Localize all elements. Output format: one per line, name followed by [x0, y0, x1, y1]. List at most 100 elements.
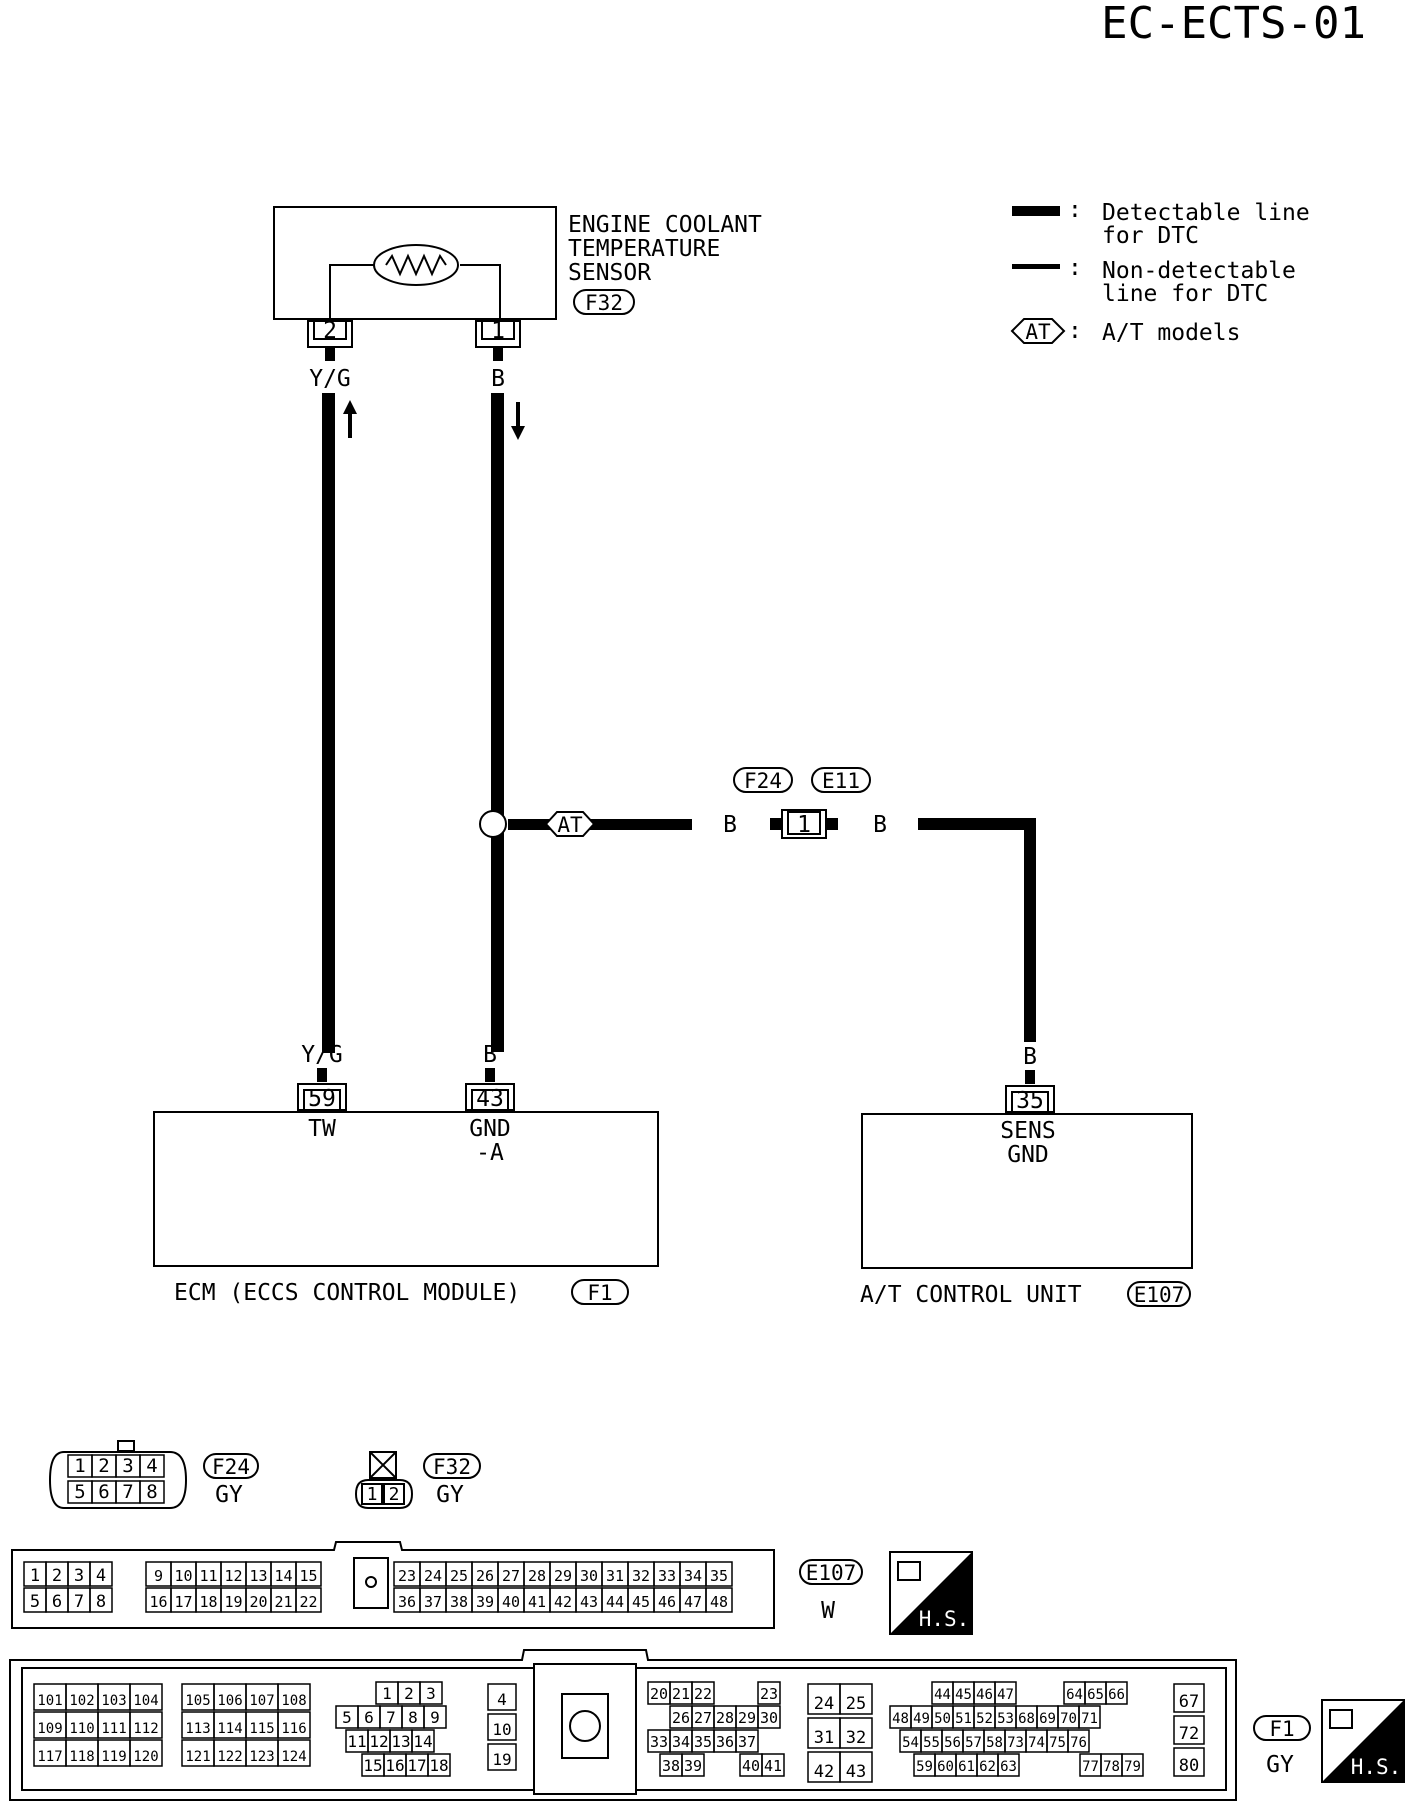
svg-text:AT: AT	[1025, 320, 1051, 344]
pin-cell: 23	[757, 1681, 781, 1705]
pin-number: 1	[30, 1566, 40, 1586]
pin-cell: 12	[367, 1729, 391, 1753]
pin-cell: 33	[647, 1729, 671, 1753]
pin-number: 3	[74, 1566, 84, 1586]
pin-number: 63	[1000, 1759, 1017, 1775]
pin-number: 14	[274, 1567, 292, 1585]
wire-label-b-atcu: B	[1023, 1044, 1037, 1070]
pin-number: 45	[955, 1687, 972, 1703]
at-marker-icon: AT	[544, 811, 596, 837]
pin-number: 31	[814, 1728, 834, 1748]
pin-number: 47	[684, 1593, 702, 1611]
pin-number: 102	[69, 1693, 94, 1709]
ecm-label: ECM (ECCS CONTROL MODULE)	[174, 1280, 520, 1306]
svg-text:F1: F1	[587, 1281, 612, 1305]
pin-number: 116	[281, 1721, 306, 1737]
pin-number: 2	[404, 1684, 414, 1703]
svg-text:43: 43	[476, 1086, 504, 1112]
pin-cell: 20	[647, 1681, 671, 1705]
pin-number: 12	[224, 1567, 242, 1585]
pin-number: 30	[760, 1709, 778, 1727]
pin-cell: 15	[361, 1753, 385, 1777]
pin-cell: 4	[487, 1683, 517, 1711]
pin-number: 38	[662, 1757, 680, 1775]
pin-number: 46	[976, 1687, 993, 1703]
pin-cell: 72	[1173, 1715, 1205, 1745]
pin-number: 19	[224, 1593, 242, 1611]
f32-color: GY	[436, 1482, 464, 1508]
pin-number: 42	[814, 1762, 834, 1782]
svg-text:F1: F1	[1269, 1717, 1294, 1741]
pin-number: 3	[426, 1684, 436, 1703]
pin-cell: 10	[487, 1713, 517, 1741]
pin-cell: 21	[669, 1681, 693, 1705]
pin-number: 11	[347, 1732, 366, 1751]
pin-number: 77	[1082, 1759, 1099, 1775]
pin-number: 24	[424, 1567, 442, 1585]
e107-face	[11, 1541, 775, 1629]
f24-color: GY	[215, 1482, 243, 1508]
pin-cell: 120	[129, 1739, 163, 1767]
pin-cell: 8	[139, 1480, 165, 1504]
pin-number: 41	[528, 1593, 546, 1611]
f1-color: GY	[1266, 1752, 1294, 1778]
pin-number: 4	[146, 1455, 157, 1477]
pin-number: 10	[174, 1567, 192, 1585]
harness-side-icon: H.S.	[889, 1551, 973, 1635]
legend: : Detectable line for DTC : Non-detectab…	[1010, 197, 1310, 346]
connector-tag-f24: F24	[733, 767, 793, 793]
f1-face	[9, 1649, 1237, 1801]
pin-number: 26	[672, 1709, 690, 1727]
pin-number: 5	[342, 1708, 352, 1727]
sensor-name-line2: TEMPERATURE	[568, 236, 720, 262]
pin-cell: 76	[1067, 1729, 1090, 1753]
pin-number: 10	[492, 1720, 511, 1739]
pin-number: 8	[96, 1592, 106, 1612]
legend-nondetectable-line2: line for DTC	[1102, 281, 1268, 307]
pin-cell: 112	[129, 1711, 163, 1739]
f24-face	[48, 1451, 188, 1509]
pin-number: 44	[606, 1593, 624, 1611]
pin-number: 46	[658, 1593, 676, 1611]
pin-number: 52	[976, 1711, 993, 1727]
sensor-name-line3: SENSOR	[568, 260, 651, 286]
pin-number: 48	[892, 1711, 909, 1727]
pin-cell: 41	[761, 1753, 785, 1777]
atcu-connector-tag: E107	[1127, 1281, 1191, 1307]
svg-text:1: 1	[491, 318, 505, 344]
pin-number: 58	[986, 1735, 1003, 1751]
pin-number: 28	[528, 1567, 546, 1585]
pin-number: 124	[281, 1749, 306, 1765]
pin-number: 3	[122, 1455, 133, 1477]
pin-number: 7	[122, 1481, 133, 1503]
wire-label-b-left-of-conn: B	[723, 812, 737, 838]
pin-number: 4	[497, 1690, 507, 1709]
svg-text:1: 1	[367, 1484, 378, 1505]
pin-number: 13	[249, 1567, 267, 1585]
e107-color: W	[821, 1598, 835, 1624]
pin-number: 34	[684, 1567, 702, 1585]
pin-cell: 15	[295, 1561, 322, 1587]
ecm-pin-43: 43	[465, 1083, 515, 1112]
e107-tag: E107	[799, 1559, 863, 1585]
svg-text::: :	[1068, 255, 1082, 281]
pin-cell: 108	[277, 1683, 311, 1711]
pin-cell: 3	[419, 1681, 443, 1705]
ecm-connector-tag: F1	[571, 1279, 629, 1305]
pin-cell: 39	[681, 1753, 705, 1777]
pin-number: 23	[760, 1685, 778, 1703]
pin-number: 24	[814, 1694, 834, 1714]
pin-cell: 19	[487, 1743, 517, 1771]
pin-number: 4	[96, 1566, 106, 1586]
svg-text:F32: F32	[585, 291, 623, 315]
svg-text:59: 59	[308, 1086, 336, 1112]
atcu-label: A/T CONTROL UNIT	[860, 1282, 1082, 1308]
pin-number: 106	[217, 1693, 242, 1709]
pin-number: 74	[1028, 1735, 1045, 1751]
pin-number: 23	[398, 1567, 416, 1585]
pin-number: 111	[101, 1721, 126, 1737]
pin-number: 37	[424, 1593, 442, 1611]
